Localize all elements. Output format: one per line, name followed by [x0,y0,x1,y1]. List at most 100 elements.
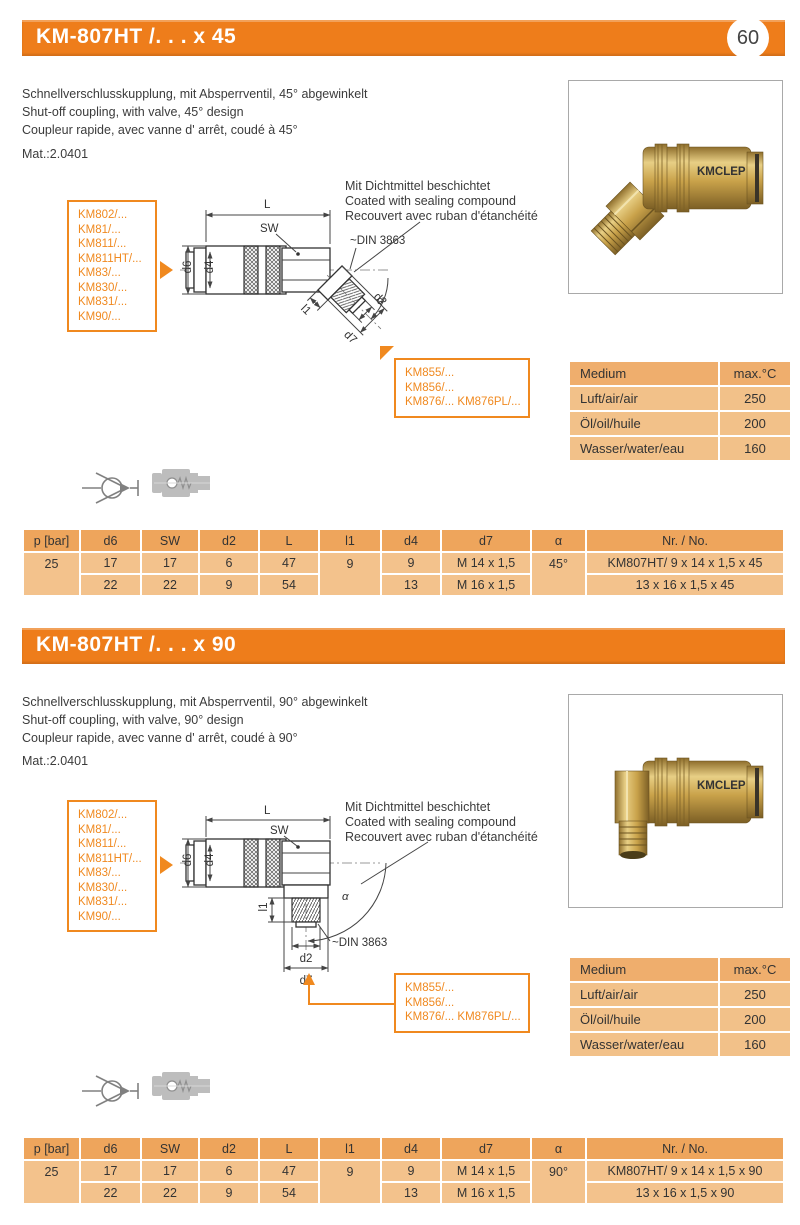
compat-item: KM830/... [78,281,128,294]
compat-item: KM81/... [78,823,121,836]
compat-item: KM90/... [78,910,121,923]
product-photo-90: KMCLEP [568,694,783,908]
coupling-90-male-end [614,770,650,859]
maxc-col-header: max.°C [720,362,790,385]
cell: 54 [260,575,318,595]
compat-item: KM811HT/... [78,252,142,265]
description-de: Schnellverschlusskupplung, mit Absperrve… [22,695,368,709]
col-l: L [260,1138,318,1159]
spec-header-row: p [bar] d6 SW d2 L l1 d4 d7 α Nr. / No. [24,530,783,551]
sealing-note-en: Coated with sealing compound [345,193,516,208]
cell: M 16 x 1,5 [442,575,530,595]
compat-item: KM802/... [78,809,128,821]
col-alpha: α [532,1138,585,1159]
description-fr: Coupleur rapide, avec vanne d' arrêt, co… [22,122,298,137]
compat-item: KM811HT/... [78,852,142,865]
cell: M 14 x 1,5 [442,1161,530,1181]
cell: 13 [382,575,440,595]
cell-nr: 13 x 16 x 1,5 x 90 [587,1183,783,1203]
check-valve-icon [82,472,139,504]
spec-row: 22 22 9 54 13 M 16 x 1,5 13 x 16 x 1,5 x… [24,575,783,595]
cell: 9 [200,1183,258,1203]
section-90-header-bar: KM-807HT /. . . x 90 [22,628,785,664]
col-sw: SW [142,530,198,551]
technical-drawing-45: L SW d6 d4 l1 d2 d7 α ~DIN 3863 [180,199,421,347]
coupling-profile-icon [152,469,210,497]
compat-item: KM855/... [405,367,455,379]
play-arrow-icon [160,261,173,279]
cell-nr: 13 x 16 x 1,5 x 45 [587,575,783,595]
dim-label-SW: SW [260,223,279,235]
cell: 54 [260,1183,318,1203]
cell: 17 [142,553,198,573]
cell: 9 [382,1161,440,1181]
cell: M 16 x 1,5 [442,1183,530,1203]
product-photo-45: KMCLEP [568,80,783,294]
dim-label-d2: d2 [300,953,313,965]
coupling-profile-icon [152,1072,210,1100]
din-label: ~DIN 3863 [350,235,405,247]
cell: 9 [382,553,440,573]
description-en: Shut-off coupling, with valve, 45° desig… [22,104,244,119]
compat-item: KM83/... [78,267,121,279]
col-d7: d7 [442,530,530,551]
compat-item: KM83/... [78,867,121,879]
medium-row-name: Luft/air/air [570,387,718,410]
cell: 17 [81,1161,140,1181]
description-fr: Coupleur rapide, avec vanne d' arrêt, co… [22,730,298,745]
dim-label-alpha: α [342,891,349,903]
dim-label-l1: l1 [258,903,270,912]
compat-item: KM856/... [405,381,455,394]
col-d6: d6 [81,530,140,551]
dim-label-L: L [264,805,271,817]
medium-row-name: Luft/air/air [570,983,718,1006]
cell: 13 [382,1183,440,1203]
brand-text: KMCLEP [697,166,746,178]
dim-label-d7: d7 [341,329,359,347]
medium-row-name: Öl/oil/huile [570,1008,718,1031]
col-sw: SW [142,1138,198,1159]
dim-label-l1: l1 [298,303,313,318]
cell: 22 [142,575,198,595]
cell: 17 [81,553,140,573]
medium-row-value: 250 [720,387,790,410]
o-ring [755,154,759,202]
compat-item: KM855/... [405,982,455,994]
medium-row-value: 200 [720,412,790,435]
medium-row-value: 250 [720,983,790,1006]
compat-item: KM90/... [78,310,121,323]
sealing-note-fr: Recouvert avec ruban d'étanchéité [345,208,538,223]
description-en: Shut-off coupling, with valve, 90° desig… [22,712,244,727]
cell: 22 [81,1183,140,1203]
play-arrow-icon [160,856,173,874]
medium-col-header: Medium [570,958,718,981]
cell-l1: 9 [320,1161,380,1203]
product-photo-45-art: KMCLEP [590,143,764,256]
compat-item: KM876/... KM876PL/... [405,1011,521,1023]
section-45-description: Schnellverschlusskupplung, mit Absperrve… [22,86,367,139]
medium-row-value: 160 [720,437,790,460]
cell: 47 [260,553,318,573]
spec-table-90: p [bar] d6 SW d2 L l1 d4 d7 α Nr. / No. … [22,1136,785,1205]
compatible-couplings-box-45: KM802/... KM81/... KM811/... KM811HT/...… [67,200,157,332]
dim-label-SW: SW [270,825,289,837]
dim-label-d4: d4 [204,853,216,866]
connector-arrow [303,973,397,1005]
medium-row-value: 160 [720,1033,790,1056]
product-photo-90-art: KMCLEP [614,757,764,859]
plug-compat-box-45: KM855/... KM856/... KM876/... KM876PL/..… [394,358,530,418]
cell-nr: KM807HT/ 9 x 14 x 1,5 x 45 [587,553,783,573]
medium-row-name: Öl/oil/huile [570,412,718,435]
section-90-title: KM-807HT /. . . x 90 [36,633,237,656]
cell: 22 [142,1183,198,1203]
sealing-note-fr: Recouvert avec ruban d'étanchéité [345,829,538,844]
cell-p: 25 [24,1161,79,1203]
cell: 22 [81,575,140,595]
col-d2: d2 [200,530,258,551]
col-alpha: α [532,530,585,551]
medium-table-45: Medium max.°C Luft/air/air 250 Öl/oil/hu… [570,362,790,460]
compat-item: KM830/... [78,881,128,894]
cell: 17 [142,1161,198,1181]
compat-item: KM831/... [78,296,128,308]
sealing-note-45: Mit Dichtmittel beschichtet Coated with … [345,179,538,223]
